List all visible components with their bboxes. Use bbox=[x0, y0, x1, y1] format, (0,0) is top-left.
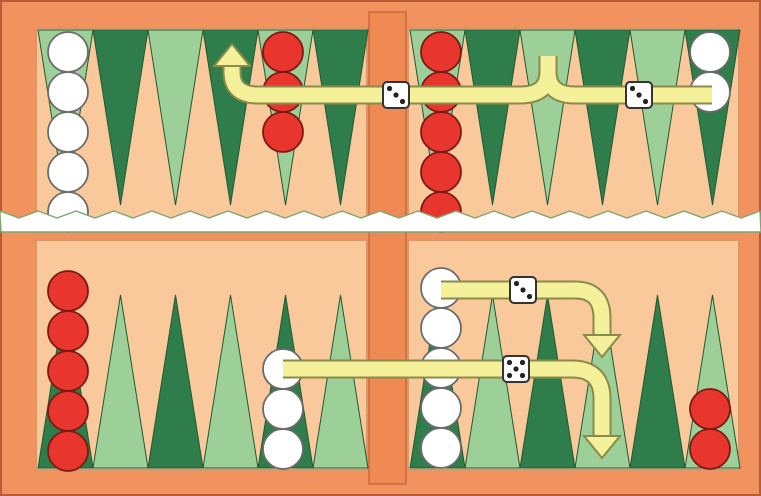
board-tear-separator bbox=[0, 210, 761, 233]
point-top-right-6 bbox=[684, 29, 741, 206]
red-checker-top-right-4 bbox=[420, 151, 462, 193]
die-bottom-lower-pip-4 bbox=[506, 372, 513, 379]
bottom-move-arrowhead-upper bbox=[581, 334, 623, 359]
white-checker-bottom-right-2 bbox=[420, 307, 462, 349]
point-top-left-6 bbox=[312, 29, 369, 206]
point-top-right-5 bbox=[629, 29, 686, 206]
red-checker-bottom-left-1 bbox=[47, 270, 89, 312]
white-checker-bottom-right-5 bbox=[420, 427, 462, 469]
die-bottom-upper-pip-2 bbox=[520, 287, 526, 293]
point-bottom-right-5 bbox=[629, 294, 686, 469]
red-checker-bottom-left-4 bbox=[47, 390, 89, 432]
point-top-left-2 bbox=[92, 29, 149, 206]
red-checker-top-right-1 bbox=[420, 31, 462, 73]
die-bottom-upper-pip-1 bbox=[513, 280, 520, 287]
bottom-right-field bbox=[407, 239, 740, 471]
point-bottom-left-3 bbox=[147, 294, 204, 469]
white-checker-top-left-2 bbox=[47, 71, 89, 113]
point-top-left-3 bbox=[147, 29, 204, 206]
point-bottom-right-3 bbox=[519, 294, 576, 469]
die-bottom-lower-pip-2 bbox=[519, 359, 526, 366]
die-top-right-pip-1 bbox=[629, 85, 636, 92]
die-bottom-lower-pip-3 bbox=[513, 366, 519, 372]
bottom-move-arrow-lower bbox=[283, 361, 610, 436]
point-top-left-4 bbox=[202, 29, 259, 206]
point-bottom-left-4 bbox=[202, 294, 259, 469]
red-checker-top-right-3 bbox=[420, 111, 462, 153]
red-checker-top-mid-1 bbox=[262, 31, 304, 73]
white-checker-bottom-right-4 bbox=[420, 387, 462, 429]
die-bottom-lower-pip-1 bbox=[506, 359, 513, 366]
top-right-field bbox=[407, 27, 740, 227]
white-checker-top-left-4 bbox=[47, 151, 89, 193]
top-left-field bbox=[35, 27, 368, 227]
bottom-move-arrowhead-lower bbox=[581, 435, 623, 460]
die-top-left-pip-3 bbox=[399, 98, 406, 105]
white-checker-bottom-mid-3 bbox=[262, 428, 304, 470]
red-checker-top-mid-3 bbox=[262, 111, 304, 153]
die-top-right-pip-2 bbox=[636, 92, 642, 98]
point-top-right-3 bbox=[519, 29, 576, 206]
white-checker-top-left-1 bbox=[47, 31, 89, 73]
die-top-left-pip-2 bbox=[393, 92, 399, 98]
white-checker-top-left-3 bbox=[47, 111, 89, 153]
red-checker-bottom-left-3 bbox=[47, 350, 89, 392]
die-bottom-upper-pip-3 bbox=[526, 293, 533, 300]
point-bottom-left-6 bbox=[312, 294, 369, 469]
die-top-left-pip-1 bbox=[386, 85, 393, 92]
red-checker-bottom-far-right-1 bbox=[689, 388, 731, 430]
bottom-left-field bbox=[35, 239, 368, 471]
die-bottom-lower-pip-5 bbox=[519, 372, 526, 379]
top-move-arrowhead bbox=[211, 42, 253, 67]
white-checker-top-far-right-1 bbox=[689, 31, 731, 73]
point-top-right-4 bbox=[574, 29, 631, 206]
bottom-move-arrow-upper bbox=[441, 282, 610, 336]
red-checker-bottom-left-5 bbox=[47, 430, 89, 472]
white-checker-bottom-mid-2 bbox=[262, 388, 304, 430]
red-checker-bottom-far-right-2 bbox=[689, 428, 731, 470]
red-checker-bottom-left-2 bbox=[47, 310, 89, 352]
point-top-right-2 bbox=[464, 29, 521, 206]
die-top-right-pip-3 bbox=[642, 98, 649, 105]
point-bottom-left-2 bbox=[92, 294, 149, 469]
